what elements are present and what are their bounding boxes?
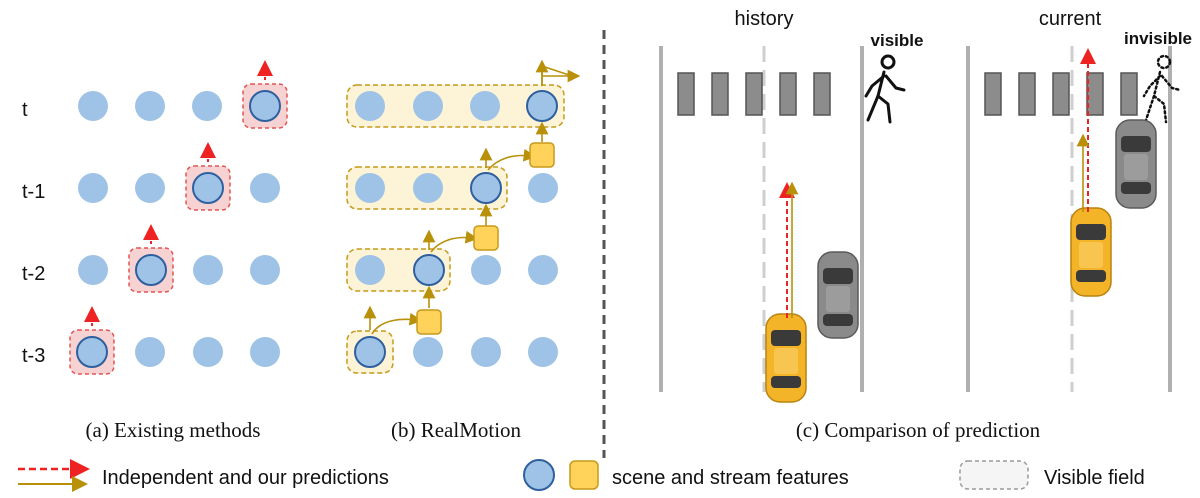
scene-node	[78, 255, 108, 285]
stream-arrow	[371, 312, 423, 335]
legend-stream-feature	[569, 460, 599, 490]
panel-b: (b) RealMotion	[346, 59, 581, 442]
row-label-t: t	[22, 99, 28, 121]
caption-c: (c) Comparison of prediction	[796, 418, 1041, 442]
stream-arrow	[487, 148, 537, 171]
current-node	[76, 336, 108, 368]
scene-node	[193, 337, 223, 367]
visible-field-t	[346, 84, 565, 128]
history-scene: visible	[659, 31, 924, 403]
gray-car	[1115, 119, 1157, 209]
current-scene: invisible	[966, 29, 1192, 392]
scene-node	[413, 91, 443, 121]
hidden-pedestrian-icon	[1142, 54, 1182, 124]
current-node	[413, 254, 445, 286]
scene-node	[471, 337, 501, 367]
scene-node	[355, 255, 385, 285]
current-node	[470, 172, 502, 204]
scene-node	[355, 91, 385, 121]
scene-node	[192, 91, 222, 121]
row-label-t-3: t-3	[22, 345, 45, 367]
scene-node	[78, 91, 108, 121]
current-node	[526, 90, 558, 122]
legend-visible-field	[959, 460, 1029, 490]
current-node	[249, 90, 281, 122]
panel-c: history current visible	[659, 8, 1192, 442]
legend-visible-field-label: Visible field	[1044, 467, 1145, 489]
row-label-t-2: t-2	[22, 263, 45, 285]
scene-node	[413, 337, 443, 367]
legend-predictions-label: Independent and our predictions	[102, 467, 389, 489]
scene-node	[528, 255, 558, 285]
history-label: history	[735, 8, 794, 30]
current-node	[354, 336, 386, 368]
row-label-t-1: t-1	[22, 181, 45, 203]
caption-b: (b) RealMotion	[391, 418, 522, 442]
stream-feature	[529, 142, 555, 168]
scene-node	[250, 173, 280, 203]
yellow-car	[765, 313, 807, 403]
scene-node	[193, 255, 223, 285]
stream-feature	[473, 225, 499, 251]
panel-a: t t-1 t-2 t-3 (a) Existing methods	[22, 60, 288, 442]
caption-a: (a) Existing methods	[86, 418, 261, 442]
legend-features-label: scene and stream features	[612, 467, 849, 489]
gray-car	[817, 251, 859, 339]
stream-arrow	[430, 230, 479, 253]
scene-node	[528, 337, 558, 367]
scene-node	[250, 337, 280, 367]
crosswalk	[984, 72, 1138, 116]
scene-node	[355, 173, 385, 203]
scene-node	[250, 255, 280, 285]
legend: Independent and our predictions scene an…	[18, 459, 1145, 492]
pedestrian-icon	[864, 54, 906, 124]
scene-node	[135, 173, 165, 203]
current-node	[135, 254, 167, 286]
scene-node	[470, 91, 500, 121]
scene-node	[528, 173, 558, 203]
current-node	[192, 172, 224, 204]
stream-feature	[416, 309, 442, 335]
scene-node	[413, 173, 443, 203]
legend-scene-node	[523, 459, 555, 491]
crosswalk	[677, 72, 831, 116]
current-label: current	[1039, 8, 1102, 30]
scene-node	[135, 337, 165, 367]
visible-label: visible	[871, 31, 924, 50]
scene-node	[135, 91, 165, 121]
invisible-label: invisible	[1124, 29, 1192, 48]
yellow-car	[1070, 207, 1112, 297]
scene-node	[78, 173, 108, 203]
scene-node	[471, 255, 501, 285]
